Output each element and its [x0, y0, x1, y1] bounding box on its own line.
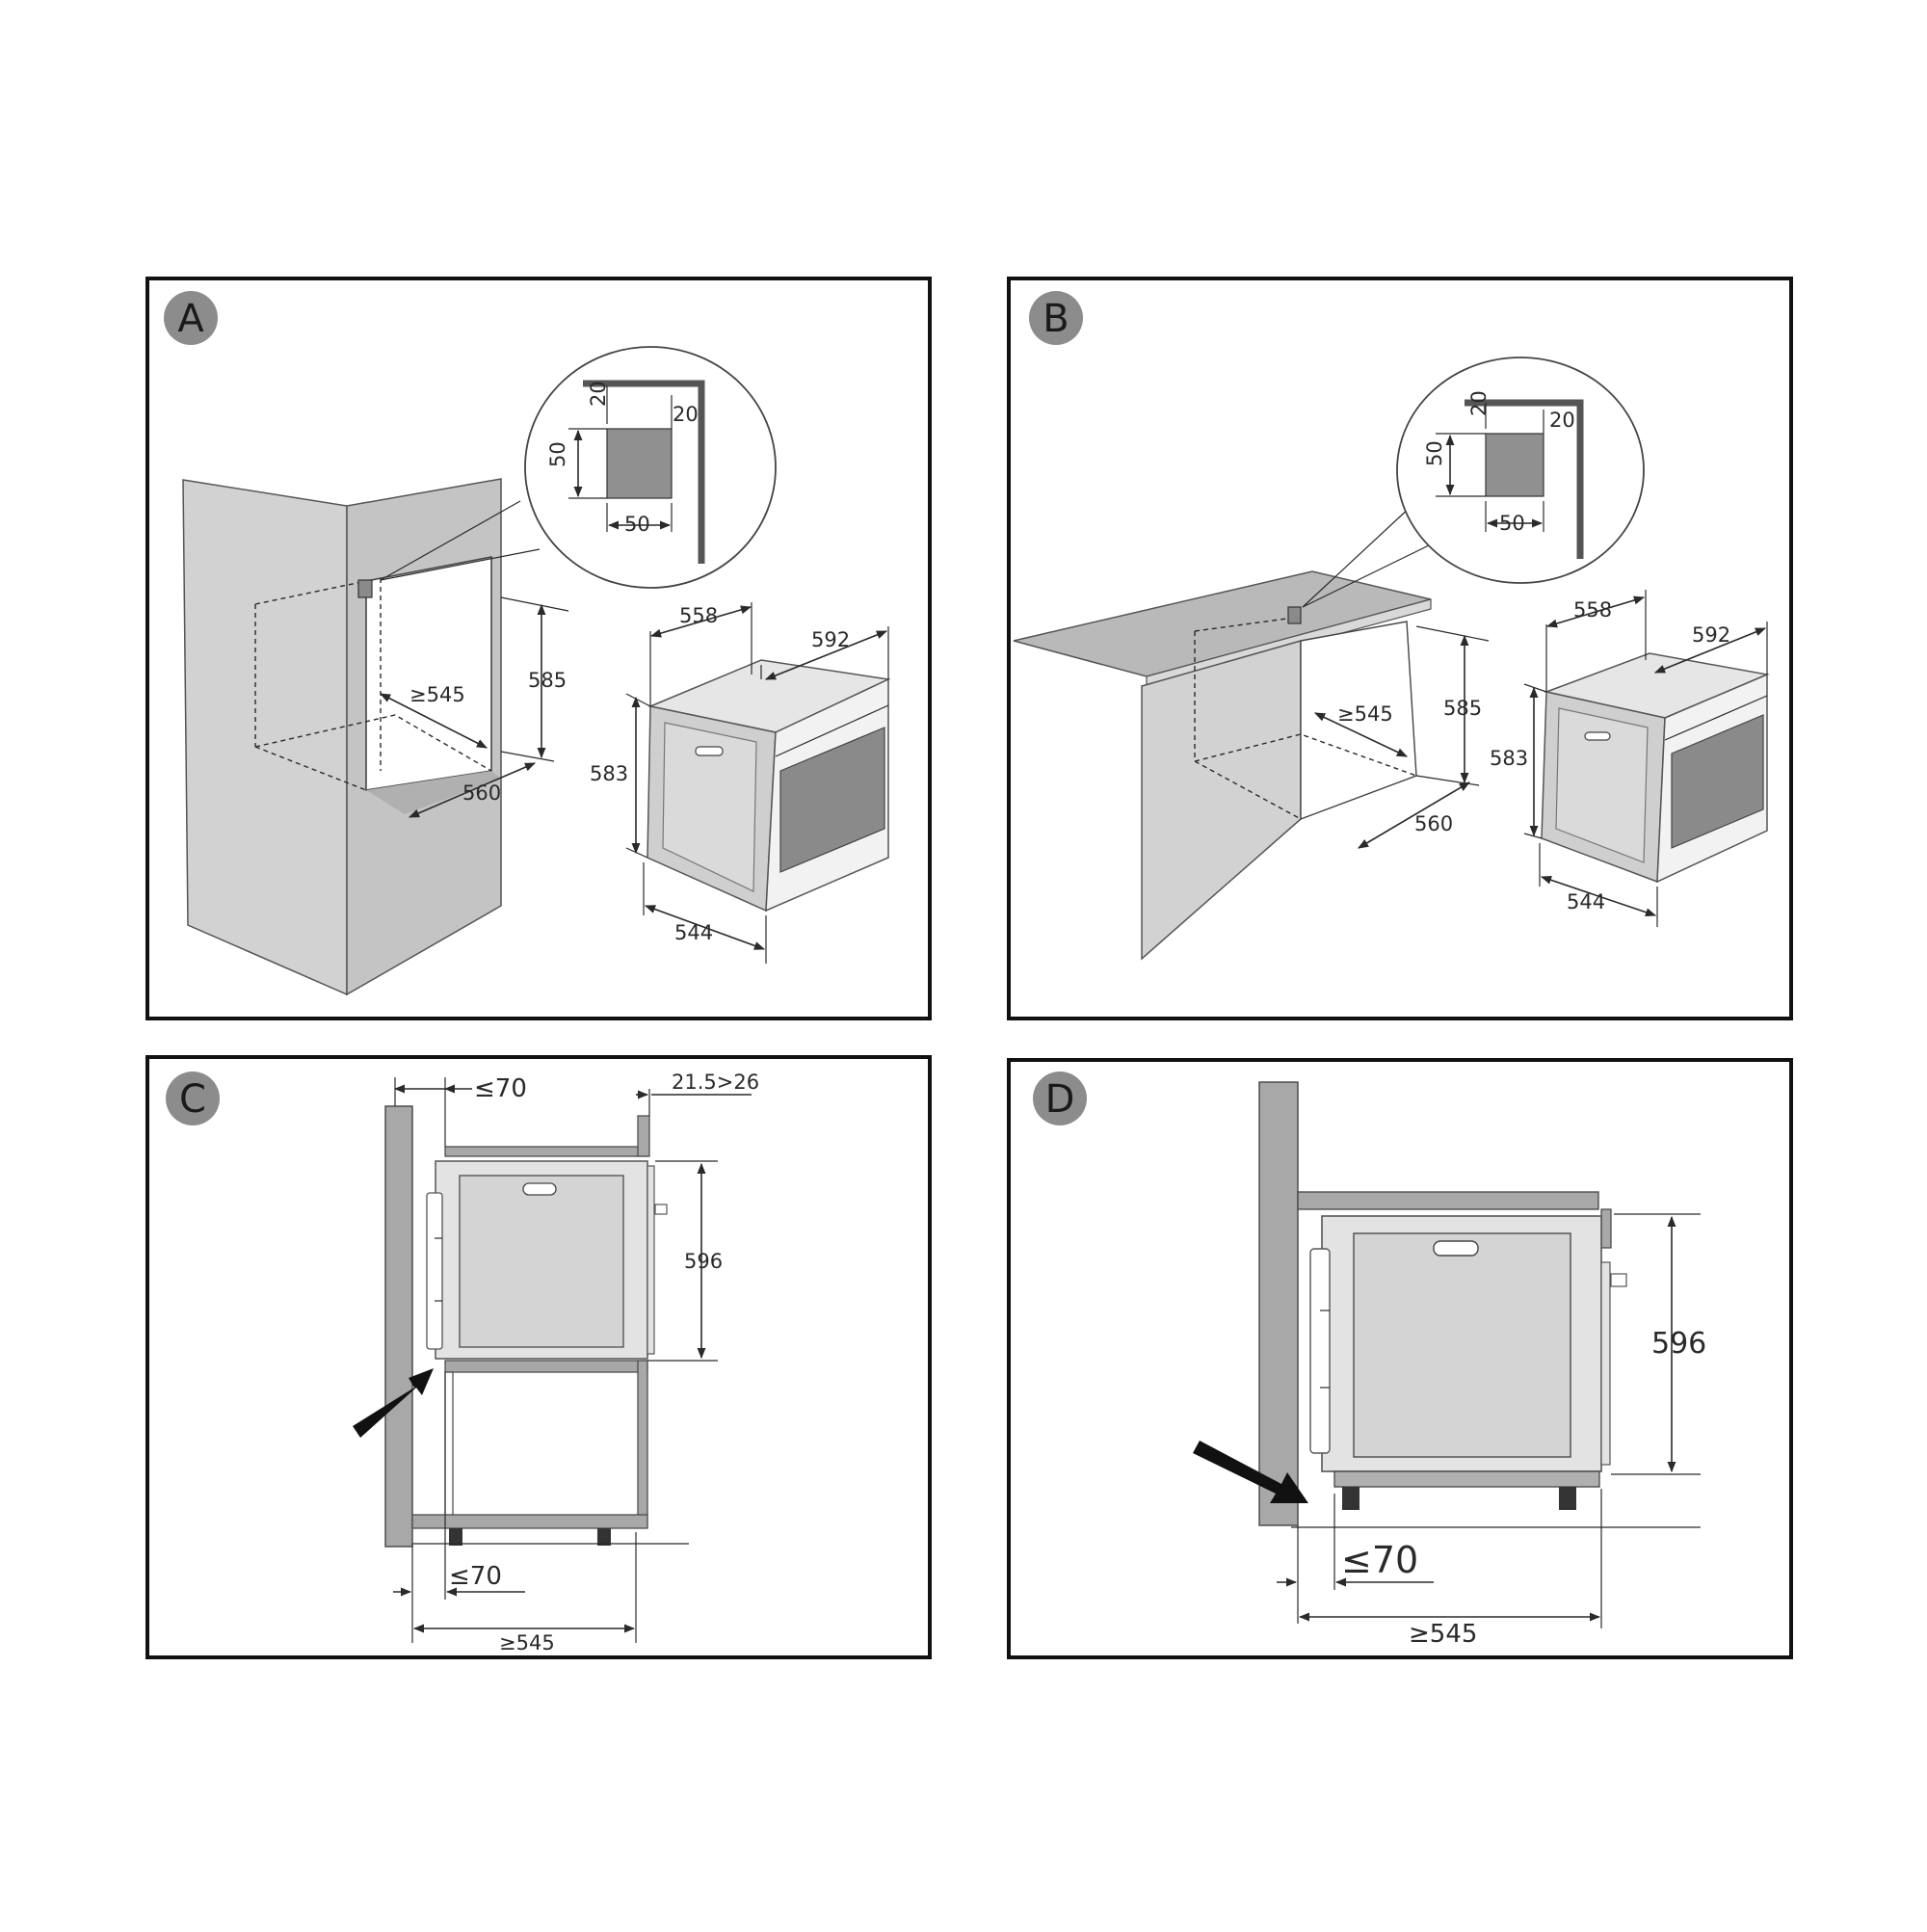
panel-c-side-wall: [384, 1105, 413, 1548]
panel-b-label: B: [1043, 297, 1069, 341]
panel-c-panel-thickness: 21.5>26: [672, 1071, 759, 1094]
panel-a-niche-depth: 560: [462, 781, 501, 805]
panel-b-detail-top: 20: [1467, 390, 1491, 416]
panel-b-niche-height: 585: [1443, 697, 1482, 720]
panel-a-niche-height: 585: [528, 669, 567, 692]
panel-a-detail-right: 20: [673, 403, 699, 426]
panel-a-detail-top: 20: [587, 381, 610, 407]
panel-a-oven-depth-bottom: 544: [674, 921, 713, 944]
panel-c-oven: [426, 1160, 668, 1360]
panel-b-detail-side: 50: [1423, 440, 1446, 466]
panel-c-gap-top: ≤70: [474, 1074, 527, 1103]
panel-b-oven-width-top: 592: [1692, 623, 1730, 647]
panel-a-oven-depth-top: 558: [679, 604, 718, 627]
panel-d-oven: [1309, 1215, 1627, 1472]
panel-b: B ≥545 585 560: [1007, 277, 1793, 1020]
panel-b-oven-depth-top: 558: [1573, 598, 1612, 622]
panel-a-niche-width: ≥545: [409, 683, 465, 706]
panel-b-niche-depth: 560: [1414, 812, 1453, 835]
panel-a-tall-cabinet: ≥545 585 560: [182, 478, 569, 996]
panel-d: D 596 ≤70 ≥545: [1007, 1058, 1793, 1659]
panel-a-oven-height: 583: [590, 762, 628, 785]
panel-d-side-wall: [1258, 1081, 1299, 1526]
panel-b-detail-right: 20: [1549, 409, 1575, 432]
panel-d-width: ≥545: [1409, 1620, 1477, 1649]
panel-b-oven-height: 583: [1490, 747, 1528, 770]
panel-d-height: 596: [1651, 1327, 1706, 1361]
panel-d-arrow: [1193, 1441, 1308, 1503]
panel-c: C ≤70 21.5: [145, 1055, 932, 1659]
panel-b-oven-depth-bottom: 544: [1567, 890, 1605, 913]
panel-b-oven: 558 592 583 544: [1490, 590, 1770, 927]
panel-a-badge: A: [164, 291, 218, 345]
panel-d-label: D: [1045, 1077, 1075, 1122]
panel-c-height: 596: [684, 1250, 723, 1273]
panel-c-badge: C: [166, 1072, 220, 1125]
panel-d-badge: D: [1033, 1072, 1087, 1125]
panel-a-detail-bottom: 50: [624, 513, 650, 536]
panel-b-niche-width: ≥545: [1337, 702, 1393, 726]
panel-d-gap-bottom: ≤70: [1341, 1539, 1418, 1581]
panel-c-gap-bottom: ≤70: [449, 1562, 502, 1591]
panel-b-base-cabinet: ≥545 585 560: [1013, 570, 1490, 961]
panel-a-detail-side: 50: [546, 441, 569, 467]
panel-b-badge: B: [1029, 291, 1083, 345]
panel-a: A ≥545 585 560: [145, 277, 932, 1020]
panel-b-detail-bottom: 50: [1499, 512, 1525, 535]
panel-c-label: C: [179, 1077, 206, 1122]
panel-a-oven: 558 592 583 544: [590, 602, 891, 964]
panel-a-detail-callout: 50 20 20 50: [380, 346, 777, 589]
panel-a-label: A: [177, 297, 204, 341]
panel-a-oven-width-top: 592: [811, 628, 850, 651]
panel-c-width: ≥545: [499, 1631, 555, 1654]
panel-b-detail-callout: 50 20 20 50: [1302, 357, 1645, 608]
panel-c-arrow: [353, 1368, 434, 1438]
